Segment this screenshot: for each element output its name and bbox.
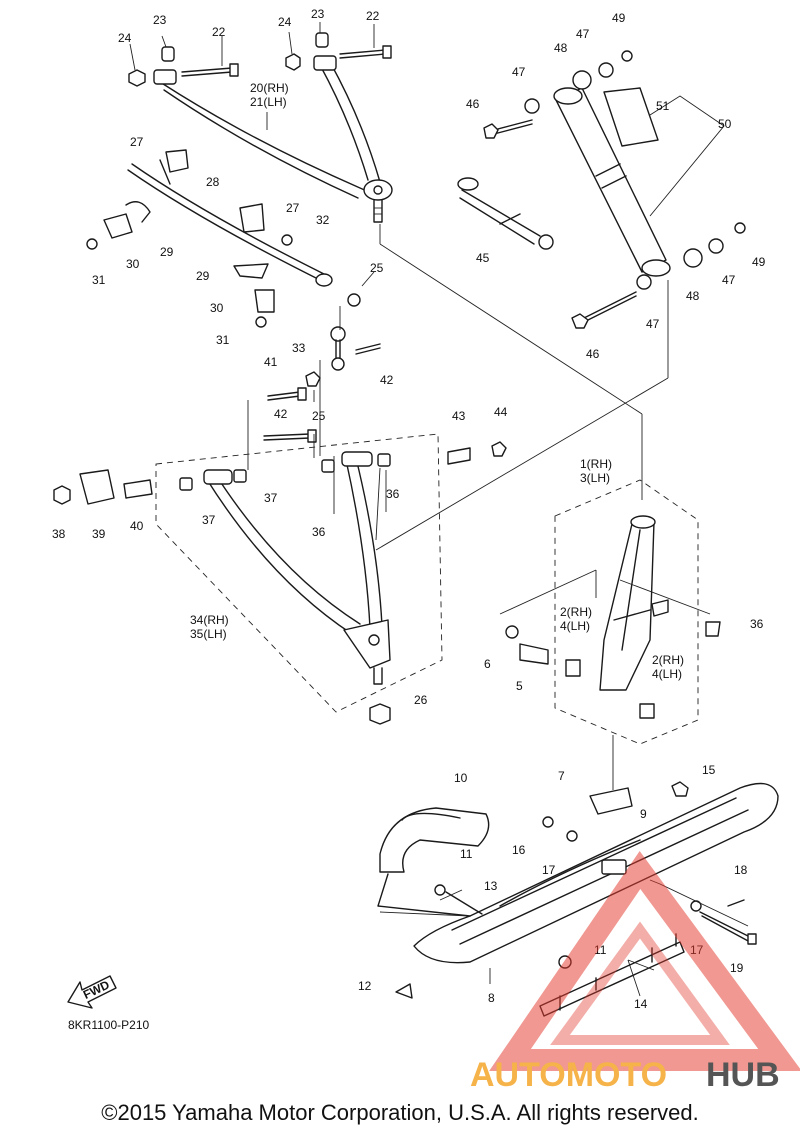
callout-46-a: 46: [466, 97, 480, 111]
callout-4-a: 4(LH): [560, 619, 590, 633]
callout-16: 16: [512, 843, 526, 857]
callout-27-b: 27: [286, 201, 300, 215]
callout-33: 33: [292, 341, 306, 355]
tie-rod-end: [263, 326, 381, 443]
callout-45: 45: [476, 251, 490, 265]
callout-7: 7: [558, 769, 565, 783]
callout-6: 6: [484, 657, 491, 671]
copyright-notice: ©2015 Yamaha Motor Corporation, U.S.A. A…: [101, 1100, 699, 1125]
callout-19: 19: [730, 961, 744, 975]
hardware-upper-arm: [128, 32, 392, 87]
stabilizer-rod: [86, 149, 361, 328]
forward-arrow-icon: FWD: [67, 975, 117, 1009]
callout-labels: 1(RH) 3(LH) 2(RH) 4(LH) 2(RH) 4(LH) 5 6 …: [52, 7, 766, 1011]
callout-44: 44: [494, 405, 508, 419]
shock-absorber: [483, 50, 746, 329]
callout-37-a: 37: [202, 513, 216, 527]
callout-34: 34(RH): [190, 613, 229, 627]
callout-21: 21(LH): [250, 95, 287, 109]
callout-48-a: 48: [554, 41, 568, 55]
callout-41: 41: [264, 355, 278, 369]
callout-32: 32: [316, 213, 330, 227]
callout-30-b: 30: [210, 301, 224, 315]
callout-25-b: 25: [312, 409, 326, 423]
watermark-text-hub: HUB: [706, 1056, 780, 1094]
callout-22-b: 22: [366, 9, 380, 23]
callout-20: 20(RH): [250, 81, 289, 95]
callout-36-c: 36: [750, 617, 764, 631]
callout-31-b: 31: [216, 333, 230, 347]
spindle: [505, 515, 721, 815]
callout-36-b: 36: [386, 487, 400, 501]
callout-35: 35(LH): [190, 627, 227, 641]
callout-42-b: 42: [274, 407, 288, 421]
leader-lines: [129, 22, 749, 997]
callout-50: 50: [718, 117, 732, 131]
callout-43: 43: [452, 409, 466, 423]
callout-42-a: 42: [380, 373, 394, 387]
callout-10: 10: [454, 771, 468, 785]
callout-23-b: 23: [311, 7, 325, 21]
callout-47-b: 47: [576, 27, 590, 41]
callout-24-b: 24: [278, 15, 292, 29]
automotohub-watermark: [489, 851, 800, 1071]
callout-51: 51: [656, 99, 670, 113]
callout-13: 13: [484, 879, 498, 893]
callout-36-a: 36: [312, 525, 326, 539]
lower-a-arm: [53, 441, 507, 725]
callout-12: 12: [358, 979, 372, 993]
callout-28: 28: [206, 175, 220, 189]
callout-39: 39: [92, 527, 106, 541]
callout-30-a: 30: [126, 257, 140, 271]
diagram-code: 8KR1100-P210: [68, 1018, 150, 1032]
callout-9: 9: [640, 807, 647, 821]
callout-47-a: 47: [512, 65, 526, 79]
upper-a-arm: [153, 55, 393, 223]
callout-29-b: 29: [196, 269, 210, 283]
callout-46-b: 46: [586, 347, 600, 361]
callout-29-a: 29: [160, 245, 174, 259]
callout-17-a: 17: [542, 863, 556, 877]
callout-49-a: 49: [612, 11, 626, 25]
callout-26: 26: [414, 693, 428, 707]
callout-3: 3(LH): [580, 471, 610, 485]
callout-2-b: 2(RH): [652, 653, 684, 667]
callout-2-a: 2(RH): [560, 605, 592, 619]
callout-14: 14: [634, 997, 648, 1011]
callout-27-a: 27: [130, 135, 144, 149]
callout-49-b: 49: [752, 255, 766, 269]
callout-15: 15: [702, 763, 716, 777]
callout-4-b: 4(LH): [652, 667, 682, 681]
callout-5: 5: [516, 679, 523, 693]
callout-24-a: 24: [118, 31, 132, 45]
callout-38: 38: [52, 527, 66, 541]
callout-40: 40: [130, 519, 144, 533]
callout-47-c: 47: [722, 273, 736, 287]
callout-11-a: 11: [460, 847, 473, 861]
callout-31-a: 31: [92, 273, 106, 287]
callout-18: 18: [734, 863, 748, 877]
callout-1: 1(RH): [580, 457, 612, 471]
spring-tool: [457, 177, 554, 250]
callout-8: 8: [488, 991, 495, 1005]
callout-23-a: 23: [153, 13, 167, 27]
callout-48-b: 48: [686, 289, 700, 303]
callout-25-a: 25: [370, 261, 384, 275]
callout-22-a: 22: [212, 25, 226, 39]
callout-37-b: 37: [264, 491, 278, 505]
callout-47-d: 47: [646, 317, 660, 331]
watermark-text-auto: AUTOMOTO: [470, 1056, 667, 1094]
